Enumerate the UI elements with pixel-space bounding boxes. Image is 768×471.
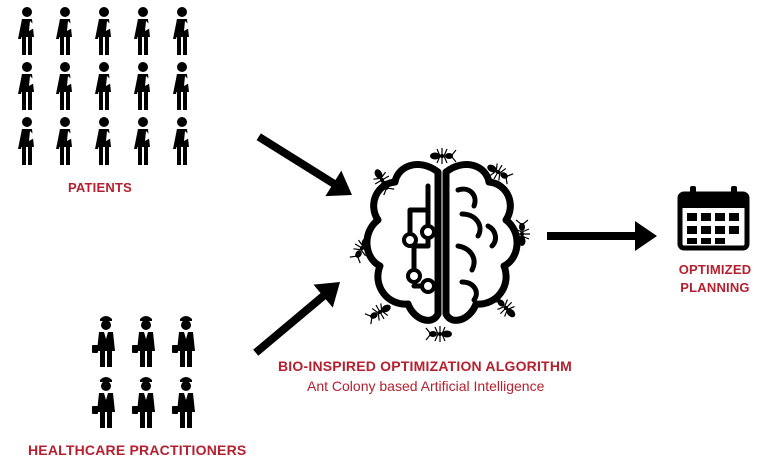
- patient-icon: [56, 7, 74, 55]
- patient-icon: [134, 7, 152, 55]
- practitioner-icon: [172, 316, 195, 367]
- patient-icon: [95, 7, 113, 55]
- circuit-nodes: [402, 224, 436, 294]
- patient-icon: [173, 117, 191, 165]
- patient-icon: [173, 7, 191, 55]
- practitioner-icon: [92, 377, 115, 428]
- patient-icon: [18, 7, 36, 55]
- patients-group: [18, 7, 191, 165]
- ant-icon: [425, 325, 453, 343]
- practitioner-icon: [132, 316, 155, 367]
- practitioners-label: HEALTHCARE PRACTITIONERS: [28, 442, 247, 458]
- practitioners-group: [92, 316, 195, 428]
- practitioner-icon: [92, 316, 115, 367]
- output-label-line1: OPTIMIZED: [678, 262, 752, 277]
- practitioners-arrow: [246, 270, 350, 365]
- output-label-line2: PLANNING: [680, 280, 750, 295]
- patient-icon: [18, 117, 36, 165]
- patient-icon: [95, 117, 113, 165]
- practitioner-icon: [132, 377, 155, 428]
- output-arrow: [547, 221, 657, 251]
- algorithm-title: BIO-INSPIRED OPTIMIZATION ALGORITHM: [278, 358, 572, 374]
- patient-icon: [134, 62, 152, 110]
- patient-icon: [134, 117, 152, 165]
- ant-icon: [429, 147, 457, 165]
- practitioner-icon: [172, 377, 195, 428]
- algorithm-subtitle: Ant Colony based Artificial Intelligence: [307, 378, 545, 394]
- patient-icon: [56, 62, 74, 110]
- patient-icon: [18, 62, 36, 110]
- patient-icon: [95, 62, 113, 110]
- patients-arrow: [250, 123, 360, 208]
- patient-icon: [173, 62, 191, 110]
- patients-label: PATIENTS: [68, 180, 132, 195]
- patient-icon: [56, 117, 74, 165]
- calendar-icon: [677, 186, 750, 251]
